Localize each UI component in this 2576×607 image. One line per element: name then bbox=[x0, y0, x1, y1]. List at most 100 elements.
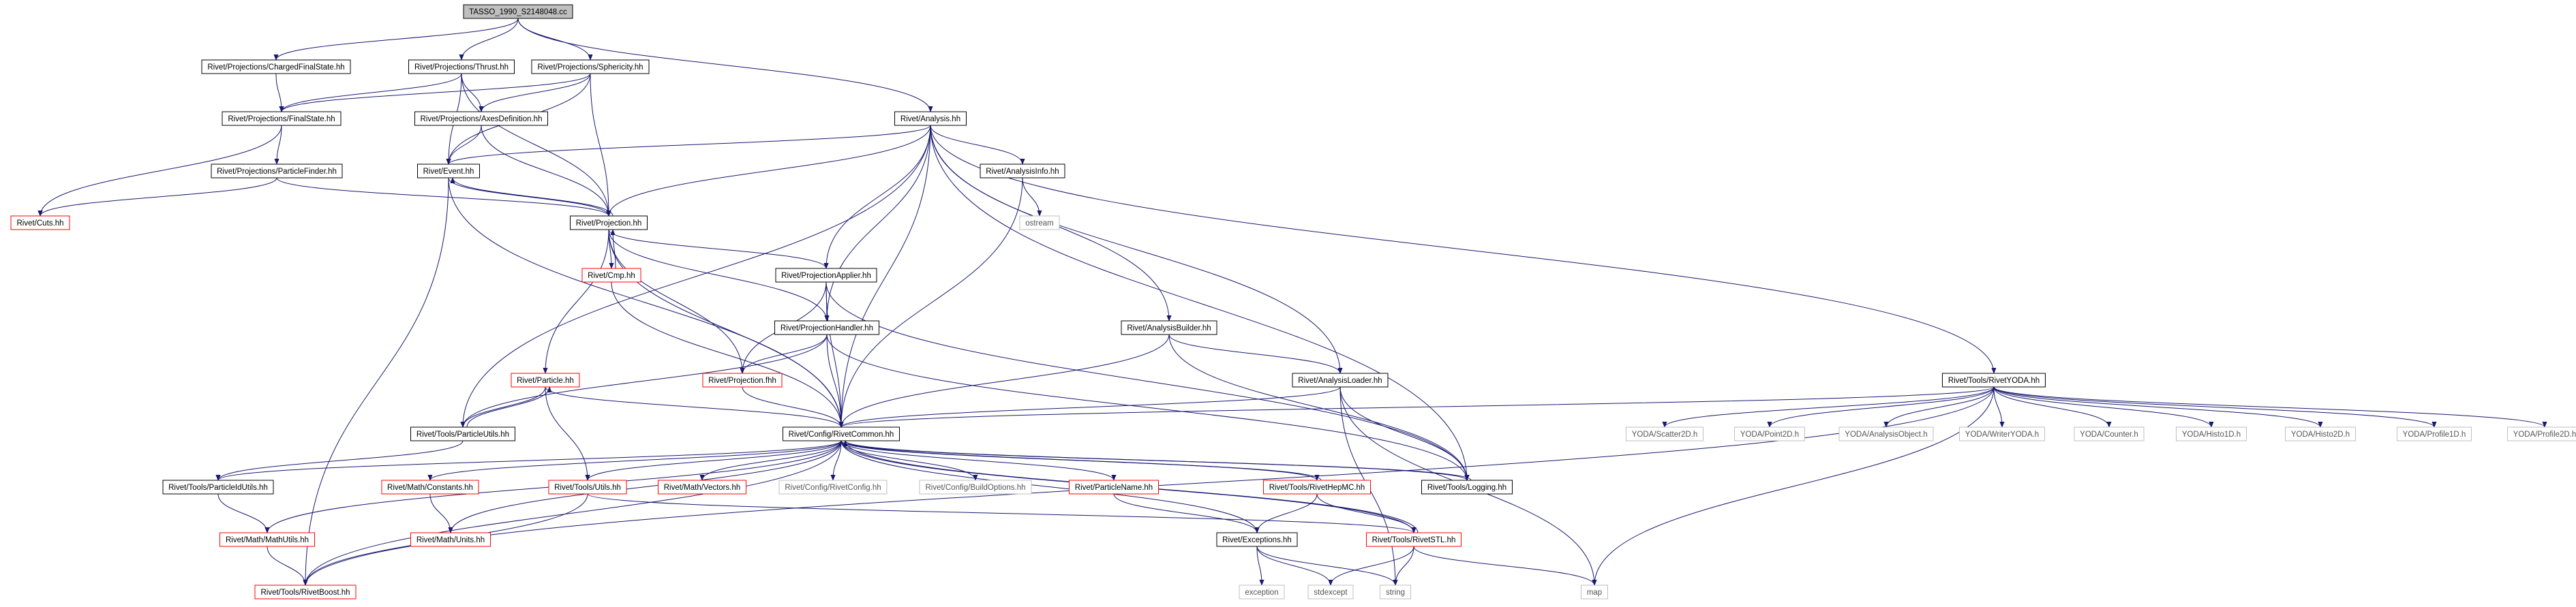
node-mvec[interactable]: Rivet/Math/Vectors.hh bbox=[658, 480, 746, 495]
node-except[interactable]: Rivet/Exceptions.hh bbox=[1216, 532, 1298, 547]
edge-phand-to-logging bbox=[826, 334, 1470, 481]
edge-mconst-to-munits bbox=[429, 493, 453, 533]
edge-except-to-stdexcept bbox=[1256, 546, 1333, 586]
edge-analysis-to-rcommon bbox=[838, 125, 931, 428]
node-analysis[interactable]: Rivet/Analysis.hh bbox=[894, 111, 967, 126]
node-label-prof2d: YODA/Profile2D.h bbox=[2513, 431, 2576, 439]
edge-rcommon-to-bopts bbox=[840, 440, 978, 481]
node-cuts[interactable]: Rivet/Cuts.hh bbox=[10, 215, 70, 230]
edge-rcommon-to-mconst bbox=[427, 440, 842, 481]
edge-proj-to-particle bbox=[543, 229, 609, 374]
node-bopts: Rivet/Config/BuildOptions.hh bbox=[919, 480, 1032, 495]
edge-sph-to-fs bbox=[279, 73, 591, 112]
edge-root-to-thrust bbox=[459, 18, 519, 61]
edge-rstl-to-map bbox=[1413, 546, 1597, 586]
edge-pf-to-cuts bbox=[37, 177, 277, 217]
node-pfhh[interactable]: Rivet/Projection.fhh bbox=[702, 373, 783, 388]
node-label-pf: Rivet/Projections/ParticleFinder.hh bbox=[217, 168, 337, 176]
node-box-hepmc bbox=[1263, 480, 1371, 495]
node-label-histo1d: YODA/Histo1D.h bbox=[2182, 431, 2241, 439]
node-tutils[interactable]: Rivet/Tools/Utils.hh bbox=[548, 480, 627, 495]
edge-root-to-sph bbox=[517, 18, 593, 61]
edge-cmp-to-rcommon bbox=[611, 281, 844, 428]
node-papp[interactable]: Rivet/ProjectionApplier.hh bbox=[775, 268, 877, 283]
edge-except-to-exception bbox=[1256, 546, 1264, 586]
node-rstl[interactable]: Rivet/Tools/RivetSTL.hh bbox=[1366, 532, 1461, 547]
edge-ryoda-to-aobj bbox=[1883, 386, 1995, 428]
node-box-histo2d bbox=[2285, 426, 2356, 441]
node-box-except bbox=[1216, 532, 1298, 547]
node-pidutils[interactable]: Rivet/Tools/ParticleIdUtils.hh bbox=[162, 480, 274, 495]
node-box-pf bbox=[211, 164, 343, 178]
node-label-prof1d: YODA/Profile1D.h bbox=[2403, 431, 2466, 439]
node-box-putils bbox=[410, 426, 515, 441]
node-label-root: TASSO_1990_S2148048.cc bbox=[469, 8, 567, 16]
node-cmp[interactable]: Rivet/Cmp.hh bbox=[581, 268, 641, 283]
edge-proj-to-phand bbox=[608, 229, 830, 322]
node-phand[interactable]: Rivet/ProjectionHandler.hh bbox=[774, 320, 879, 335]
node-label-mutils: Rivet/Math/MathUtils.hh bbox=[226, 536, 309, 544]
edge-proj-to-event bbox=[450, 177, 613, 217]
node-mutils[interactable]: Rivet/Math/MathUtils.hh bbox=[219, 532, 315, 547]
node-ryoda[interactable]: Rivet/Tools/RivetYODA.hh bbox=[1942, 373, 2046, 388]
node-pname[interactable]: Rivet/ParticleName.hh bbox=[1069, 480, 1159, 495]
node-mconst[interactable]: Rivet/Math/Constants.hh bbox=[381, 480, 479, 495]
edge-phand-to-putils bbox=[460, 334, 828, 428]
edge-thrust-to-axes bbox=[461, 73, 484, 112]
edge-root-to-cfs bbox=[273, 18, 519, 61]
edge-fs-to-pf bbox=[274, 125, 282, 165]
node-label-point2d: YODA/Point2D.h bbox=[1740, 431, 1799, 439]
node-fs[interactable]: Rivet/Projections/FinalState.hh bbox=[222, 111, 342, 126]
edge-pfhh-to-rcommon bbox=[742, 386, 844, 428]
node-box-wyoda bbox=[1959, 426, 2045, 441]
node-axes[interactable]: Rivet/Projections/AxesDefinition.hh bbox=[414, 111, 548, 126]
node-particle[interactable]: Rivet/Particle.hh bbox=[511, 373, 580, 388]
edge-axes-to-proj bbox=[481, 125, 611, 217]
node-label-cuts: Rivet/Cuts.hh bbox=[16, 219, 63, 228]
node-box-rcommon bbox=[783, 426, 900, 441]
node-prof2d: YODA/Profile2D.h bbox=[2507, 426, 2576, 441]
node-aobj: YODA/AnalysisObject.h bbox=[1838, 426, 1934, 441]
edge-except-to-string bbox=[1256, 546, 1398, 586]
edge-putils-to-particle bbox=[466, 386, 552, 428]
node-pf[interactable]: Rivet/Projections/ParticleFinder.hh bbox=[211, 164, 343, 178]
node-box-map bbox=[1581, 585, 1608, 600]
node-label-analysis: Rivet/Analysis.hh bbox=[900, 115, 960, 123]
edge-sph-to-axes bbox=[479, 73, 591, 112]
edge-analysis-to-ainfo bbox=[930, 125, 1025, 165]
edge-axes-to-event bbox=[446, 125, 482, 165]
node-label-boost: Rivet/Tools/RivetBoost.hh bbox=[260, 589, 350, 597]
node-root[interactable]: TASSO_1990_S2148048.cc bbox=[463, 4, 573, 19]
edge-rstl-to-stdexcept bbox=[1328, 546, 1414, 586]
edge-rcommon-to-munits bbox=[448, 440, 842, 533]
edge-ryoda-to-map bbox=[1592, 386, 1995, 586]
node-label-papp: Rivet/ProjectionApplier.hh bbox=[781, 272, 871, 280]
edge-rcommon-to-rconfig bbox=[830, 440, 842, 481]
node-wyoda: YODA/WriterYODA.h bbox=[1959, 426, 2045, 441]
node-proj[interactable]: Rivet/Projection.hh bbox=[570, 215, 648, 230]
node-thrust[interactable]: Rivet/Projections/Thrust.hh bbox=[408, 59, 515, 74]
node-cfs[interactable]: Rivet/Projections/ChargedFinalState.hh bbox=[201, 59, 351, 74]
node-stdexcept: stdexcept bbox=[1307, 585, 1354, 600]
node-boost[interactable]: Rivet/Tools/RivetBoost.hh bbox=[254, 585, 357, 600]
node-ainfo[interactable]: Rivet/AnalysisInfo.hh bbox=[980, 164, 1065, 178]
node-label-putils: Rivet/Tools/ParticleUtils.hh bbox=[416, 431, 509, 439]
node-box-counter bbox=[2074, 426, 2145, 441]
node-rcommon[interactable]: Rivet/Config/RivetCommon.hh bbox=[783, 426, 900, 441]
edge-papp-to-logging bbox=[825, 281, 1470, 481]
node-sph[interactable]: Rivet/Projections/Sphericity.hh bbox=[531, 59, 650, 74]
node-label-cfs: Rivet/Projections/ChargedFinalState.hh bbox=[207, 63, 344, 72]
node-event[interactable]: Rivet/Event.hh bbox=[417, 164, 480, 178]
node-aloader[interactable]: Rivet/AnalysisLoader.hh bbox=[1292, 373, 1389, 388]
node-box-pidutils bbox=[162, 480, 274, 495]
edge-ryoda-to-wyoda bbox=[1993, 386, 2005, 428]
node-box-rstl bbox=[1366, 532, 1461, 547]
edge-ryoda-to-prof1d bbox=[1993, 386, 2437, 428]
node-munits[interactable]: Rivet/Math/Units.hh bbox=[410, 532, 491, 547]
node-abuild[interactable]: Rivet/AnalysisBuilder.hh bbox=[1121, 320, 1217, 335]
node-hepmc[interactable]: Rivet/Tools/RivetHepMC.hh bbox=[1263, 480, 1371, 495]
node-logging[interactable]: Rivet/Tools/Logging.hh bbox=[1421, 480, 1513, 495]
node-ostream: ostream bbox=[1019, 215, 1060, 230]
node-box-rconfig bbox=[778, 480, 888, 495]
node-putils[interactable]: Rivet/Tools/ParticleUtils.hh bbox=[410, 426, 515, 441]
